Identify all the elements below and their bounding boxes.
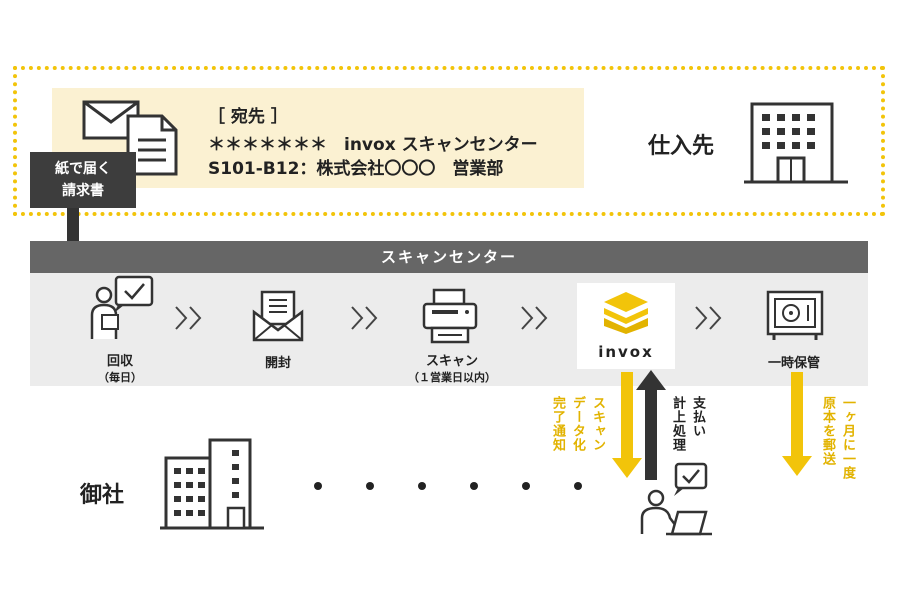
paper-invoice-line1: 紙で届く — [55, 161, 111, 177]
chevron-right-icon — [351, 306, 378, 330]
office-building-icon — [744, 102, 848, 184]
chevron-right-icon — [521, 306, 548, 330]
arrow-down-yellow-mail — [782, 372, 812, 476]
chevron-right-icon — [695, 306, 722, 330]
scan-center-title: スキャンセンター — [30, 241, 868, 273]
document-icon — [126, 114, 178, 176]
step-scan: スキャン （１営業日以内） — [400, 350, 504, 385]
payment-text-1: 支払い — [690, 396, 705, 438]
step-open-label: 開封 — [264, 356, 291, 371]
company-label: 御社 — [80, 483, 125, 508]
arrow-down-yellow — [612, 372, 642, 478]
payment-text-2: 計上処理 — [670, 396, 685, 452]
open-envelope-icon — [252, 290, 304, 342]
scanner-icon — [422, 288, 478, 344]
chevron-right-icon — [175, 306, 202, 330]
mail-text-1: 一ヶ月に一度 — [840, 396, 855, 480]
company-building-icon — [160, 438, 264, 530]
supplier-area — [13, 66, 885, 216]
paper-invoice-label: 紙で届く 請求書 — [30, 152, 136, 208]
dotted-connector — [314, 482, 582, 490]
step-collect-label: 回収 — [106, 354, 133, 369]
invox-wordmark: invox — [598, 343, 654, 361]
supplier-label: 仕入先 — [648, 134, 715, 159]
arrow-up-dark — [636, 370, 666, 480]
step-collect: 回収 （毎日） — [80, 350, 160, 385]
person-laptop-icon — [640, 462, 712, 536]
person-checklist-icon — [90, 275, 154, 339]
paper-invoice-line2: 請求書 — [62, 183, 104, 199]
address-line-1: ＊＊＊＊＊＊＊ invox スキャンセンター — [208, 135, 538, 155]
step-open: 開封 — [238, 352, 318, 371]
step-scan-sub: （１営業日以内） — [408, 371, 496, 384]
step-storage: 一時保管 — [754, 352, 834, 371]
address-title: ［ 宛先 ］ — [208, 107, 288, 127]
address-line-2: S101-B12：株式会社〇〇〇 営業部 — [208, 159, 504, 179]
safe-icon — [766, 290, 824, 340]
step-collect-sub: （毎日） — [98, 371, 142, 384]
scan-data-text-1: スキャン — [590, 396, 605, 452]
step-storage-label: 一時保管 — [767, 356, 820, 371]
invox-logo-icon — [604, 292, 648, 334]
scan-data-text-3: 完了通知 — [550, 396, 565, 452]
mail-text-2: 原本を郵送 — [820, 396, 835, 466]
scan-data-text-2: データ化 — [570, 396, 585, 452]
step-scan-label: スキャン — [425, 354, 478, 369]
